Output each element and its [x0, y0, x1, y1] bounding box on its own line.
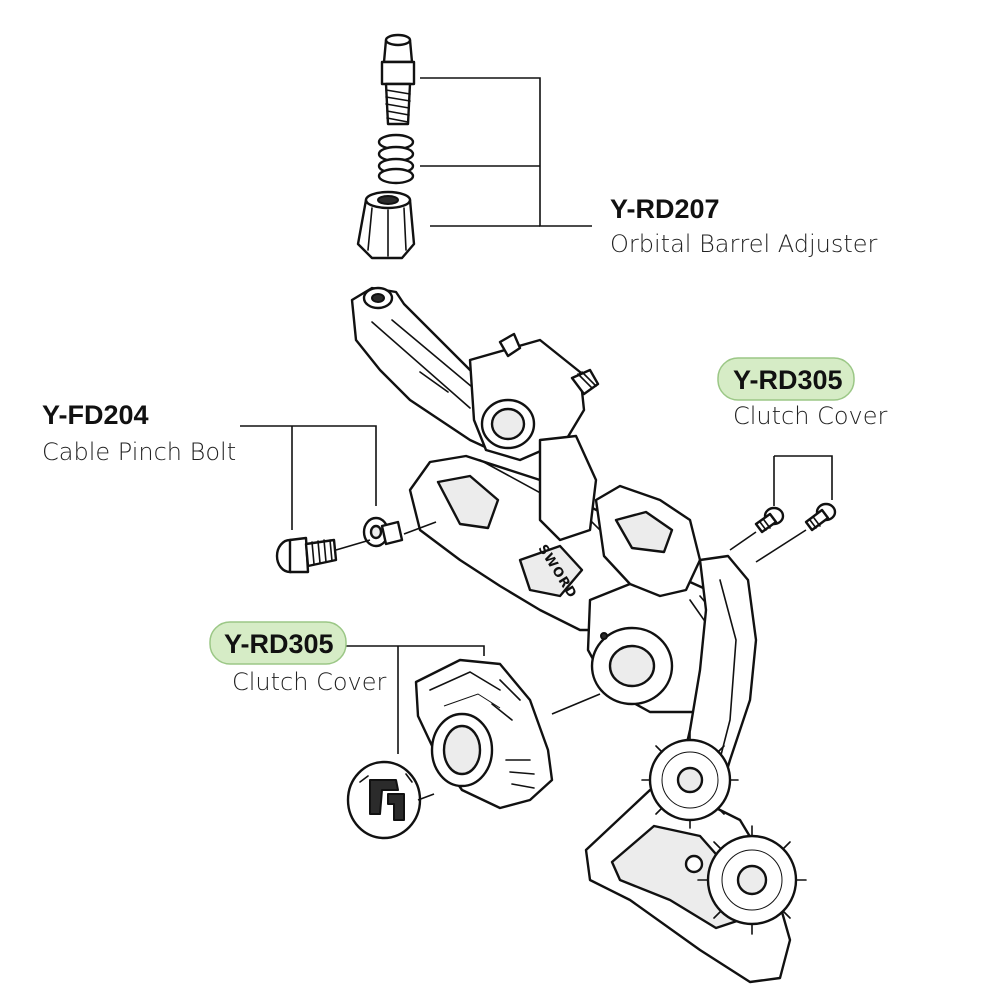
callout-y-fd204: Y-FD204 Cable Pinch Bolt: [42, 400, 236, 466]
clutch-cover-housing: [414, 658, 554, 810]
leader-y-fd204: [240, 425, 377, 530]
rear-derailleur-illustration: SWORD: [350, 286, 807, 984]
part-description-label: Orbital Barrel Adjuster: [610, 230, 878, 258]
leader-y-rd207: [420, 77, 592, 227]
leader-y-rd305-upper: [773, 455, 833, 506]
highlight-pill: [717, 357, 855, 401]
upper-jockey-pulley: [641, 731, 739, 829]
callout-y-rd207: Y-RD207 Orbital Barrel Adjuster: [610, 194, 878, 258]
pinch-bolt-washer: [362, 516, 404, 548]
pinch-bolt: [275, 536, 338, 574]
leader-y-rd305-lower: [346, 645, 485, 754]
part-code-label: Y-RD305: [224, 629, 334, 659]
barrel-adjuster-ferrule: [356, 190, 416, 260]
lower-tension-pulley: [697, 825, 807, 935]
part-description-label: Cable Pinch Bolt: [42, 438, 236, 466]
highlight-pill: [209, 621, 347, 665]
part-description-label: Clutch Cover: [232, 668, 386, 696]
barrel-adjuster-spring: [377, 133, 415, 185]
callout-y-rd305-lower: Y-RD305 Clutch Cover: [209, 621, 386, 696]
part-code-label: Y-FD204: [42, 400, 149, 430]
barrel-adjuster-parts: [356, 33, 416, 260]
clutch-cover-screws: [729, 502, 837, 563]
part-code-label: Y-RD207: [610, 194, 720, 224]
clutch-cover-cap: [346, 760, 422, 840]
callout-y-rd305-upper: Y-RD305 Clutch Cover: [717, 357, 887, 430]
clutch-cover-screw-left: [754, 506, 785, 534]
barrel-adjuster-screw: [380, 33, 416, 126]
part-code-label: Y-RD305: [733, 365, 843, 395]
part-description-label: Clutch Cover: [733, 402, 887, 430]
clutch-cover-screw-right: [804, 502, 837, 532]
cable-pinch-bolt-parts: [275, 516, 437, 574]
parallelogram-inner-link: [538, 434, 598, 542]
clutch-cover-parts: [346, 658, 601, 840]
